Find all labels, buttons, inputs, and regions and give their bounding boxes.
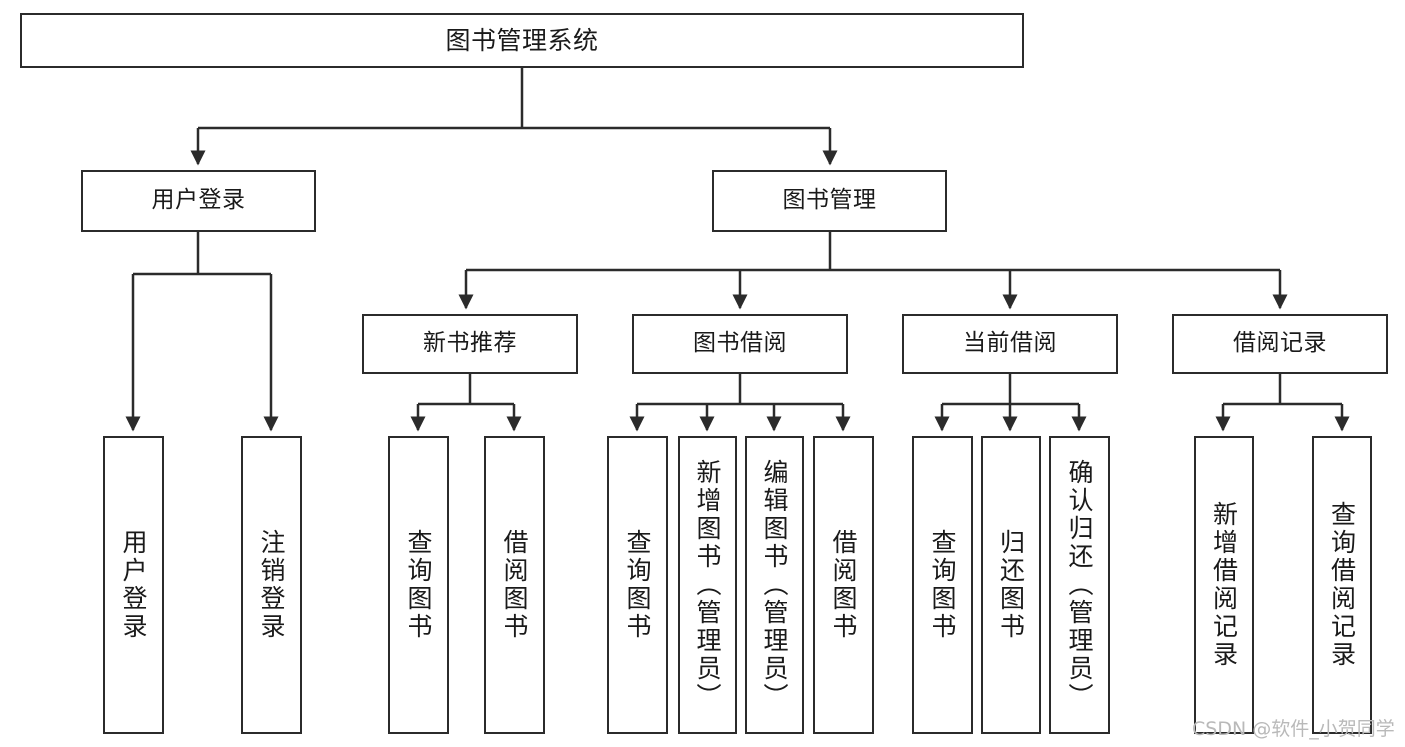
node-label: 查询图书 <box>404 529 433 641</box>
node-label: 借阅图书 <box>500 529 529 641</box>
node-label: 查询图书 <box>623 529 652 641</box>
csdn-watermark: CSDN @软件_小贺同学 <box>1192 718 1395 740</box>
node-leaf-user-login[interactable]: 用户登录 <box>103 436 164 734</box>
node-root-system[interactable]: 图书管理系统 <box>20 13 1024 68</box>
node-label: 查询图书 <box>928 529 957 641</box>
node-leaf-return-book[interactable]: 归还图书 <box>981 436 1041 734</box>
node-new-book-recommend[interactable]: 新书推荐 <box>362 314 578 374</box>
node-leaf-query-book-recommend[interactable]: 查询图书 <box>388 436 449 734</box>
node-book-borrow[interactable]: 图书借阅 <box>632 314 848 374</box>
node-leaf-user-logout[interactable]: 注销登录 <box>241 436 302 734</box>
node-leaf-query-book-borrow[interactable]: 查询图书 <box>607 436 668 734</box>
node-label: 新书推荐 <box>423 330 517 357</box>
node-leaf-add-borrow-record[interactable]: 新增借阅记录 <box>1194 436 1254 734</box>
node-leaf-borrow-book-recommend[interactable]: 借阅图书 <box>484 436 545 734</box>
node-label: 图书管理系统 <box>445 25 599 55</box>
node-label: 借阅图书 <box>829 529 858 641</box>
node-label: 注销登录 <box>257 529 286 641</box>
node-label: 借阅记录 <box>1233 330 1327 357</box>
node-label: 归还图书 <box>996 529 1026 641</box>
node-label: 新增图书（管理员） <box>693 459 722 711</box>
node-book-manage[interactable]: 图书管理 <box>712 170 947 232</box>
node-label: 确认归还（管理员） <box>1065 459 1094 711</box>
node-leaf-edit-book[interactable]: 编辑图书（管理员） <box>745 436 804 734</box>
node-leaf-query-book-current[interactable]: 查询图书 <box>912 436 973 734</box>
node-leaf-add-book[interactable]: 新增图书（管理员） <box>678 436 737 734</box>
node-label: 图书管理 <box>782 187 877 214</box>
node-label: 新增借阅记录 <box>1209 501 1239 669</box>
node-borrow-record[interactable]: 借阅记录 <box>1172 314 1388 374</box>
node-current-borrow[interactable]: 当前借阅 <box>902 314 1118 374</box>
node-leaf-borrow-book[interactable]: 借阅图书 <box>813 436 874 734</box>
node-label: 图书借阅 <box>693 330 787 357</box>
node-label: 查询借阅记录 <box>1327 501 1357 669</box>
node-label: 用户登录 <box>151 187 246 214</box>
node-label: 用户登录 <box>119 529 148 641</box>
node-leaf-confirm-return[interactable]: 确认归还（管理员） <box>1049 436 1110 734</box>
node-label: 当前借阅 <box>963 330 1057 357</box>
node-leaf-query-borrow-record[interactable]: 查询借阅记录 <box>1312 436 1372 734</box>
node-user-login[interactable]: 用户登录 <box>81 170 316 232</box>
node-label: 编辑图书（管理员） <box>760 459 789 711</box>
